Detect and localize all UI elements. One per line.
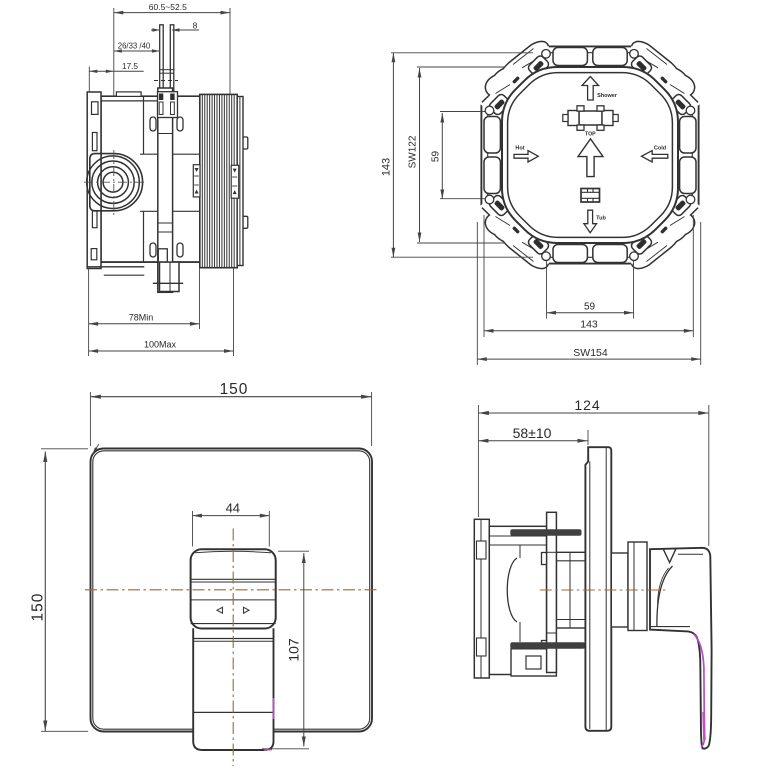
svg-text:26/33 /40: 26/33 /40 (118, 42, 151, 51)
svg-text:SW154: SW154 (573, 347, 608, 359)
svg-text:143: 143 (380, 158, 392, 176)
svg-text:Hot: Hot (515, 145, 524, 151)
svg-text:8: 8 (193, 20, 198, 30)
svg-text:143: 143 (580, 318, 598, 330)
svg-text:44: 44 (226, 500, 240, 515)
svg-text:59: 59 (584, 301, 596, 312)
svg-text:58±10: 58±10 (513, 425, 552, 441)
svg-text:17.5: 17.5 (122, 62, 138, 71)
svg-text:Cold: Cold (654, 145, 666, 151)
svg-text:150: 150 (220, 381, 249, 398)
svg-text:Tub: Tub (596, 215, 606, 221)
svg-text:SW122: SW122 (407, 135, 418, 168)
svg-text:78Min: 78Min (129, 313, 154, 323)
svg-text:Shower: Shower (597, 93, 618, 99)
svg-text:60.5~52.5: 60.5~52.5 (149, 2, 187, 12)
svg-text:59: 59 (430, 151, 441, 163)
svg-text:124: 124 (574, 397, 600, 413)
svg-text:150: 150 (30, 593, 47, 622)
svg-text:TOP: TOP (585, 132, 596, 138)
svg-text:100Max: 100Max (144, 340, 177, 350)
svg-text:107: 107 (286, 638, 302, 662)
